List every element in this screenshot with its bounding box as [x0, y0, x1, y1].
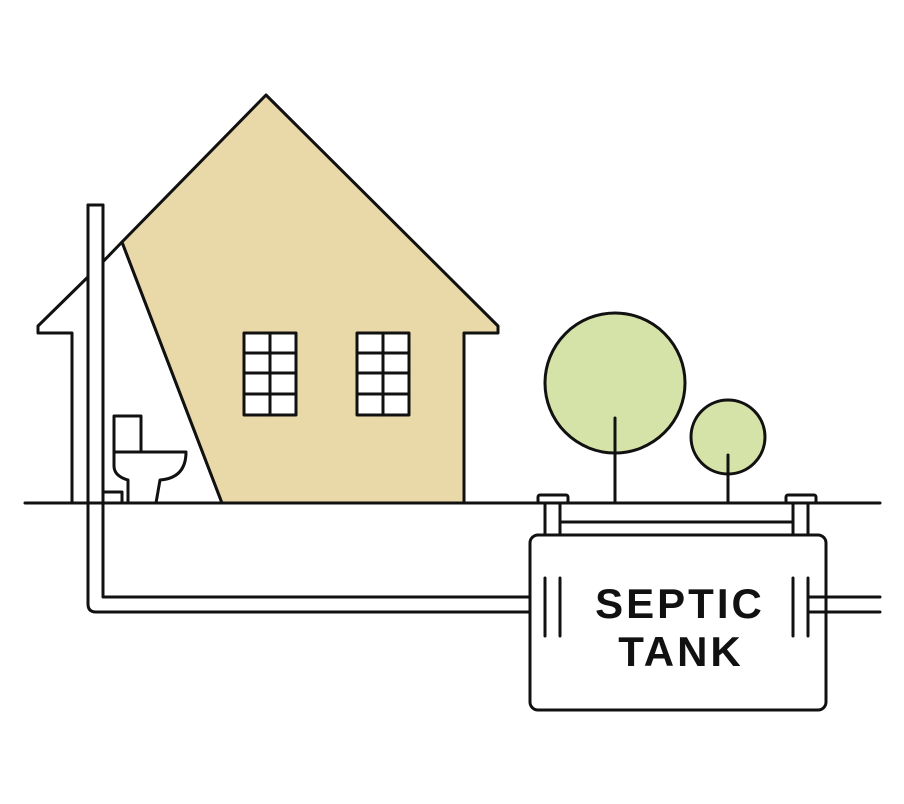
tree-icon — [689, 398, 767, 505]
floor-drain — [101, 490, 124, 505]
tank-label-line1: SEPTIC — [595, 580, 765, 627]
window-icon — [355, 331, 411, 417]
septic-tank-icon — [528, 533, 828, 712]
window-icon — [242, 331, 298, 417]
vent-pipe-icon — [86, 203, 532, 614]
tank-riser-left — [536, 493, 570, 537]
tank-label-line2: TANK — [618, 628, 744, 675]
outlet-pipe — [806, 595, 882, 614]
tree-icon — [543, 311, 687, 505]
inlet-baffle — [543, 576, 562, 638]
tank-riser-right — [784, 493, 818, 537]
outlet-baffle — [791, 576, 810, 638]
